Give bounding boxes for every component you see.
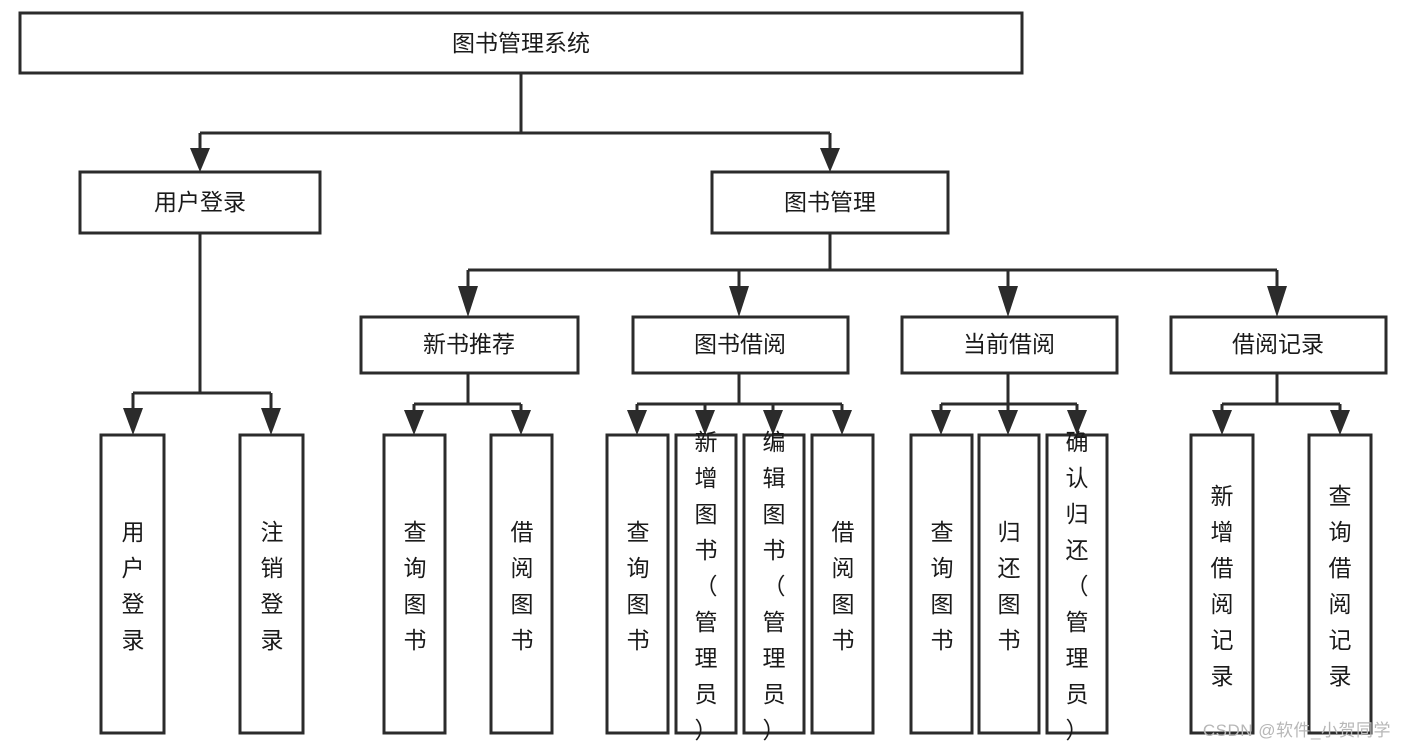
node-leaf-query-book-3-label: 查询图书 <box>931 519 954 653</box>
node-leaf-user-login[interactable]: 用户登录 <box>99 433 166 735</box>
node-leaf-return-book[interactable]: 归还图书 <box>977 433 1041 735</box>
csdn-watermark: CSDN @软件_小贺同学 <box>1202 721 1391 740</box>
node-leaf-user-login-box[interactable] <box>99 433 166 735</box>
node-leaf-edit-book-box[interactable] <box>742 433 806 735</box>
node-leaf-borrow-book-1-box[interactable] <box>489 433 554 735</box>
node-leaf-borrow-book-1[interactable]: 借阅图书 <box>489 433 554 735</box>
node-root-label: 图书管理系统 <box>452 30 590 56</box>
node-user-login-box[interactable] <box>78 170 322 235</box>
node-leaf-logout-login-label: 注销登录 <box>261 519 284 653</box>
node-book-borrow-label: 图书借阅 <box>694 331 786 357</box>
node-leaf-borrow-book-2-label: 借阅图书 <box>832 519 855 653</box>
edge-currentborrow-bus <box>939 373 1079 414</box>
node-book-manage[interactable]: 图书管理 <box>710 170 950 235</box>
arrow-to-current-borrow <box>998 286 1018 317</box>
arrow-to-book-manage <box>820 148 840 172</box>
arrow-to-leaf-edit-book <box>763 410 783 435</box>
node-leaf-query-record[interactable]: 查询借阅记录 <box>1307 433 1373 735</box>
node-leaf-add-record-label: 新增借阅记录 <box>1211 483 1234 689</box>
node-borrow-record-box[interactable] <box>1169 315 1388 375</box>
connector-layer <box>123 73 1350 435</box>
node-borrow-record[interactable]: 借阅记录 <box>1169 315 1388 375</box>
edge-newbook-bus <box>412 373 523 414</box>
node-borrow-record-label: 借阅记录 <box>1232 331 1324 357</box>
node-leaf-query-record-box[interactable] <box>1307 433 1373 735</box>
arrow-to-leaf-query-book-3 <box>931 410 951 435</box>
node-leaf-confirm-return-box[interactable] <box>1045 433 1109 735</box>
node-leaf-borrow-book-2[interactable]: 借阅图书 <box>810 433 875 735</box>
node-leaf-return-book-box[interactable] <box>977 433 1041 735</box>
node-leaf-query-book-3[interactable]: 查询图书 <box>909 433 974 735</box>
node-leaf-confirm-return-label: 确认归还（管理员） <box>1066 429 1089 743</box>
node-leaf-query-book-2-label: 查询图书 <box>627 519 650 653</box>
node-leaf-add-book-box[interactable] <box>674 433 738 735</box>
node-root[interactable]: 图书管理系统 <box>18 11 1024 75</box>
node-leaf-add-record-box[interactable] <box>1189 433 1255 735</box>
node-leaf-edit-book-label: 编辑图书（管理员） <box>763 429 786 743</box>
arrow-to-leaf-logout-login <box>261 408 281 435</box>
node-leaf-logout-login[interactable]: 注销登录 <box>238 433 305 735</box>
node-leaf-edit-book[interactable]: 编辑图书（管理员） <box>742 429 806 743</box>
arrow-to-leaf-return-book <box>998 410 1018 435</box>
node-leaf-query-book-2-box[interactable] <box>605 433 670 735</box>
node-current-borrow-box[interactable] <box>900 315 1119 375</box>
node-current-borrow[interactable]: 当前借阅 <box>900 315 1119 375</box>
arrow-to-leaf-borrow-book-2 <box>832 410 852 435</box>
node-root-box[interactable] <box>18 11 1024 75</box>
node-leaf-return-book-label: 归还图书 <box>998 519 1021 653</box>
arrow-to-leaf-query-book-1 <box>404 410 424 435</box>
edge-userlogin-bus <box>131 233 273 412</box>
node-book-borrow-box[interactable] <box>631 315 850 375</box>
node-book-manage-box[interactable] <box>710 170 950 235</box>
edge-borrowrecord-bus <box>1220 373 1342 414</box>
node-user-login-label: 用户登录 <box>154 189 246 215</box>
arrow-to-new-book-recommend <box>458 286 478 317</box>
edge-bookmanage-bus <box>466 233 1279 290</box>
node-leaf-user-login-label: 用户登录 <box>122 519 145 653</box>
arrow-to-user-login <box>190 148 210 172</box>
arrow-to-leaf-confirm-return <box>1067 410 1087 435</box>
node-leaf-query-book-1-box[interactable] <box>382 433 447 735</box>
node-leaf-query-book-1-label: 查询图书 <box>404 519 427 653</box>
node-current-borrow-label: 当前借阅 <box>963 331 1055 357</box>
arrow-to-leaf-add-record <box>1212 410 1232 435</box>
node-leaf-confirm-return[interactable]: 确认归还（管理员） <box>1045 429 1109 743</box>
node-user-login[interactable]: 用户登录 <box>78 170 322 235</box>
node-leaf-logout-login-box[interactable] <box>238 433 305 735</box>
node-leaf-add-book[interactable]: 新增图书（管理员） <box>674 429 738 743</box>
node-new-book-recommend-label: 新书推荐 <box>423 331 515 357</box>
arrow-to-leaf-query-record <box>1330 410 1350 435</box>
node-leaf-query-book-1[interactable]: 查询图书 <box>382 433 447 735</box>
node-new-book-recommend-box[interactable] <box>359 315 580 375</box>
node-book-manage-label: 图书管理 <box>784 189 876 215</box>
node-new-book-recommend[interactable]: 新书推荐 <box>359 315 580 375</box>
node-book-borrow[interactable]: 图书借阅 <box>631 315 850 375</box>
arrow-to-book-borrow <box>729 286 749 317</box>
edge-bookborrow-bus <box>635 373 844 414</box>
node-leaf-borrow-book-1-label: 借阅图书 <box>511 519 534 653</box>
node-leaf-query-book-3-box[interactable] <box>909 433 974 735</box>
node-leaf-query-book-2[interactable]: 查询图书 <box>605 433 670 735</box>
edge-root-bus <box>198 73 832 152</box>
node-leaf-query-record-label: 查询借阅记录 <box>1329 483 1352 689</box>
arrow-to-leaf-borrow-book-1 <box>511 410 531 435</box>
node-leaf-add-book-label: 新增图书（管理员） <box>695 429 718 743</box>
arrow-to-leaf-user-login <box>123 408 143 435</box>
node-leaf-add-record[interactable]: 新增借阅记录 <box>1189 433 1255 735</box>
arrow-to-leaf-add-book <box>695 410 715 435</box>
node-leaf-borrow-book-2-box[interactable] <box>810 433 875 735</box>
arrow-to-leaf-query-book-2 <box>627 410 647 435</box>
arrow-to-borrow-record <box>1267 286 1287 317</box>
